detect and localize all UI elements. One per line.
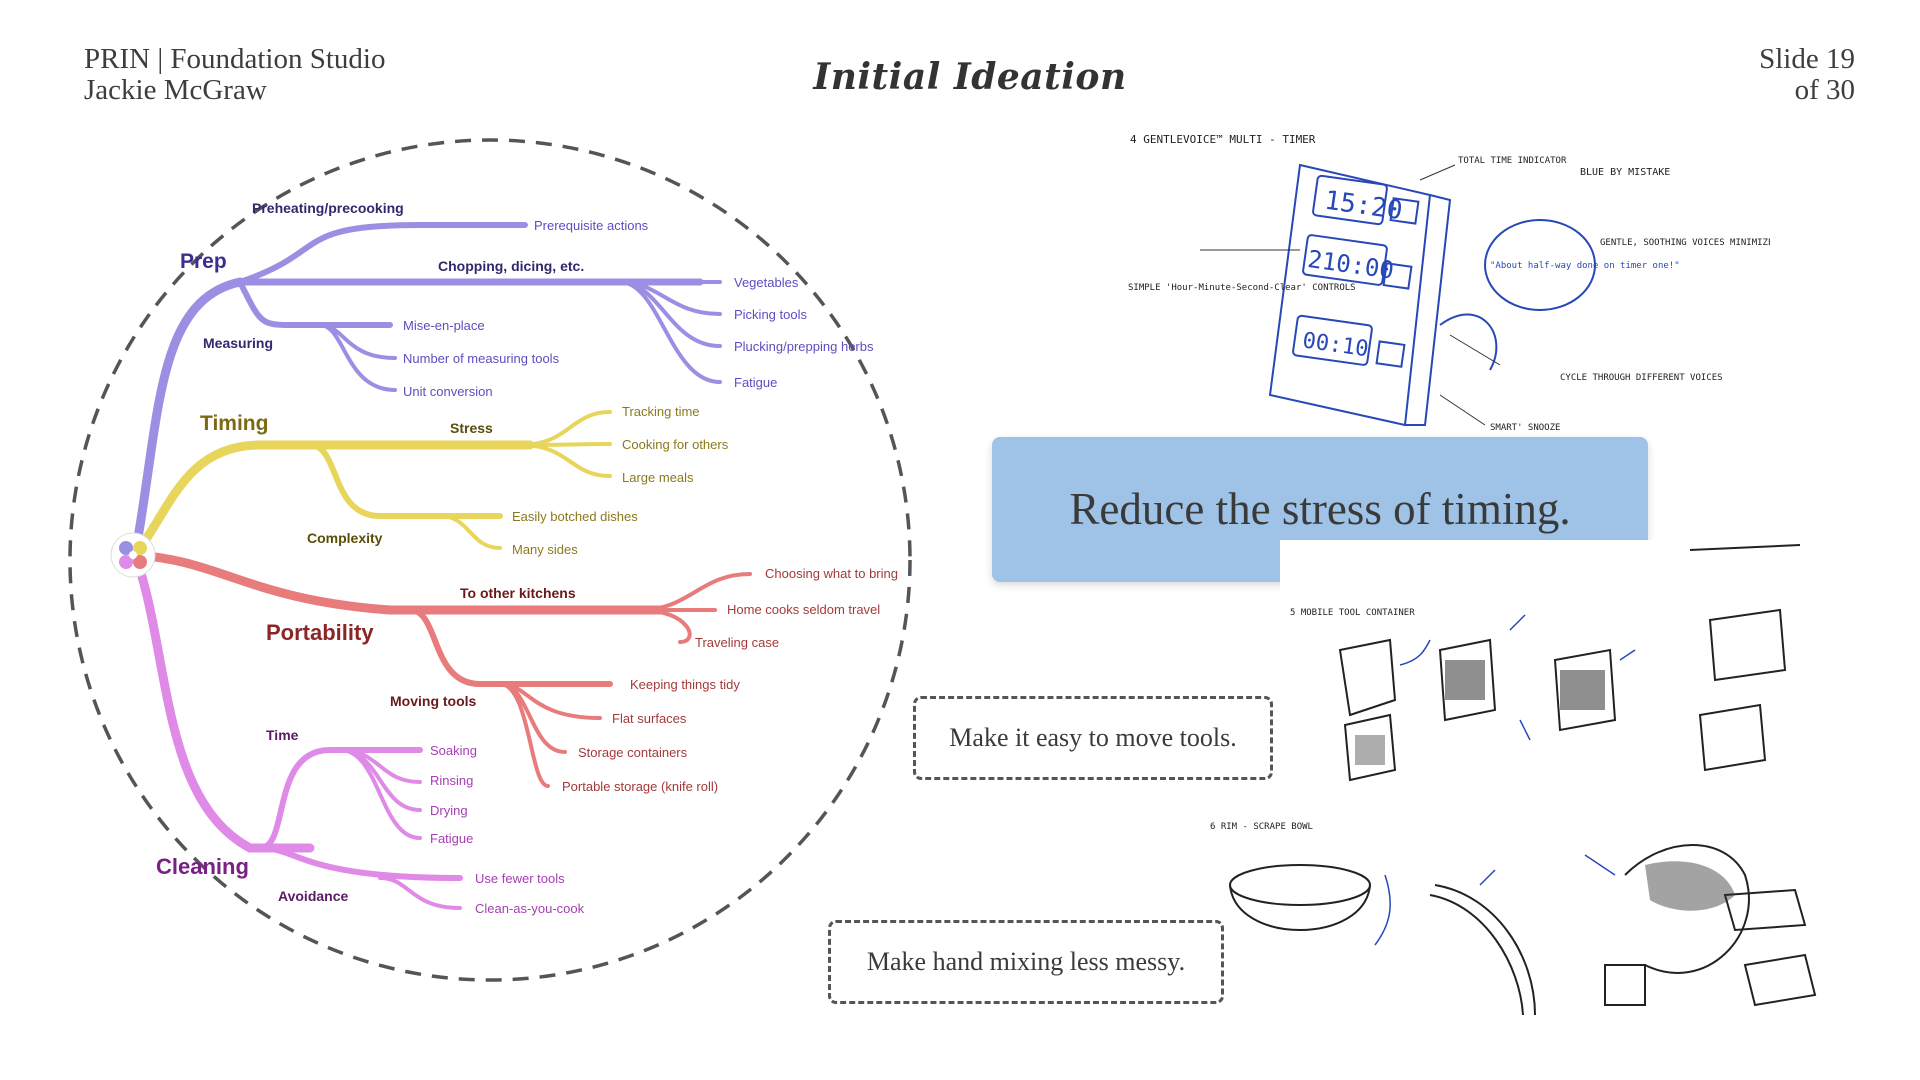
cleaning-branches [130, 550, 463, 910]
portability-tidy: Keeping things tidy [630, 677, 740, 692]
portability-branches [130, 550, 752, 788]
timing-many-sides: Many sides [512, 542, 578, 557]
timing-complexity: Complexity [307, 530, 383, 546]
slide-total: of 30 [1794, 74, 1855, 106]
timing-branches [130, 410, 612, 560]
portability-knife-roll: Portable storage (knife roll) [562, 779, 718, 794]
cleaning-avoidance: Avoidance [278, 888, 348, 904]
portability-label: Portability [266, 620, 374, 645]
slide-number: Slide 19 of 30 [1759, 44, 1855, 106]
timer-display-1: 15:20 [1323, 186, 1405, 227]
cleaning-clean-as: Clean-as-you-cook [475, 901, 585, 916]
timer-sketch-title: 4 GENTLEVOICE™ MULTI - TIMER [1130, 133, 1316, 146]
course-title: PRIN | Foundation Studio [84, 43, 386, 75]
timing-botched: Easily botched dishes [512, 509, 638, 524]
bowl-sketch-title: 6 RIM - SCRAPE BOWL [1210, 822, 1313, 832]
cleaning-rinsing: Rinsing [430, 773, 473, 788]
timing-large-meals: Large meals [622, 470, 694, 485]
portability-moving-tools: Moving tools [390, 693, 477, 709]
slide-title: Initial Ideation [813, 56, 1127, 98]
prep-label: Prep [180, 250, 227, 273]
prep-vegetables: Vegetables [734, 275, 799, 290]
prep-mise: Mise-en-place [403, 318, 485, 333]
timing-stress: Stress [450, 420, 493, 436]
speech-bubble-text: "About half-way done on timer one!" [1490, 261, 1680, 271]
prep-branches [130, 222, 722, 560]
mind-map: Prep Preheating/precooking Prerequisite … [68, 138, 912, 982]
cleaning-time: Time [266, 727, 299, 743]
slide-current: Slide 19 [1759, 43, 1855, 75]
total-time-note: TOTAL TIME INDICATOR [1458, 156, 1567, 166]
blue-mistake-note: BLUE BY MISTAKE [1580, 167, 1670, 178]
portability-storage: Storage containers [578, 745, 688, 760]
tool-container-sketch: 5 MOBILE TOOL CONTAINER [1280, 540, 1855, 805]
cleaning-soaking: Soaking [430, 743, 477, 758]
portability-traveling-case: Traveling case [695, 635, 779, 650]
prep-preheating: Preheating/precooking [252, 200, 404, 216]
cleaning-fewer-tools: Use fewer tools [475, 871, 565, 886]
prep-unit: Unit conversion [403, 384, 493, 399]
timer-sketch: 4 GENTLEVOICE™ MULTI - TIMER 15:20 210:0… [1120, 125, 1876, 435]
prep-chopping: Chopping, dicing, etc. [438, 258, 584, 274]
timing-cooking-others: Cooking for others [622, 437, 729, 452]
prep-measuring: Measuring [203, 335, 273, 351]
prep-number-tools: Number of measuring tools [403, 351, 560, 366]
portability-flat: Flat surfaces [612, 711, 687, 726]
prep-fatigue: Fatigue [734, 375, 777, 390]
simple-controls-note: SIMPLE 'Hour-Minute-Second-Clear' CONTRO… [1128, 283, 1356, 293]
timing-label: Timing [200, 412, 268, 435]
timing-tracking: Tracking time [622, 404, 700, 419]
container-sketch-title: 5 MOBILE TOOL CONTAINER [1290, 608, 1415, 618]
move-tools-callout: Make it easy to move tools. [913, 696, 1273, 780]
gentle-voices-note: GENTLE, SOOTHING VOICES MINIMIZE STRESS … [1600, 238, 1770, 248]
bowl-sketch: 6 RIM - SCRAPE BOWL [1205, 815, 1855, 1035]
speech-bubble-sketch [1484, 219, 1596, 311]
author-name: Jackie McGraw [84, 74, 267, 106]
timer-display-2: 210:00 [1306, 245, 1396, 285]
smart-snooze-note: SMART' SNOOZE [1490, 423, 1560, 433]
portability-home-cooks: Home cooks seldom travel [727, 602, 880, 617]
mind-map-center-icon [110, 532, 156, 578]
cleaning-drying: Drying [430, 803, 468, 818]
cycle-voices-note: CYCLE THROUGH DIFFERENT VOICES [1560, 373, 1723, 383]
prep-prerequisite: Prerequisite actions [534, 218, 649, 233]
mind-map-boundary [68, 138, 912, 982]
portability-other-kitchens: To other kitchens [460, 585, 576, 601]
prep-picking: Picking tools [734, 307, 807, 322]
portability-choosing: Choosing what to bring [765, 566, 898, 581]
cleaning-fatigue: Fatigue [430, 831, 473, 846]
course-header: PRIN | Foundation Studio Jackie McGraw [84, 44, 385, 106]
prep-plucking: Plucking/prepping herbs [734, 339, 874, 354]
hand-mixing-callout: Make hand mixing less messy. [828, 920, 1224, 1004]
cleaning-label: Cleaning [156, 854, 249, 879]
main-insight-callout: Reduce the stress of timing. [992, 437, 1648, 582]
